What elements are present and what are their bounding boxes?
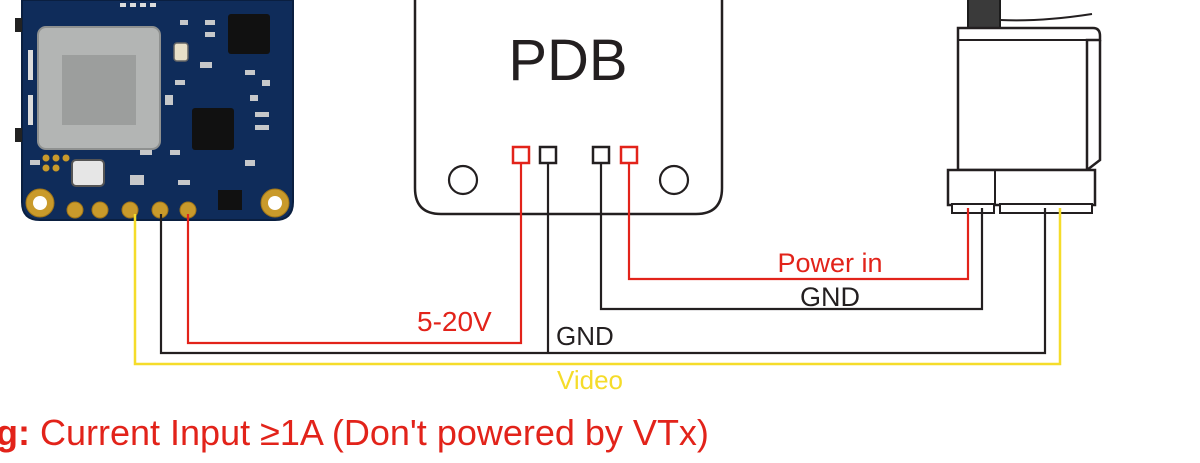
fc-power-label: 5-20V <box>417 306 492 337</box>
warning-line: g: Current Input ≥1A (Don't powered by V… <box>0 408 1200 458</box>
vtx-power-label: Power in <box>777 248 882 278</box>
fc-ground-label: GND <box>556 321 614 351</box>
flight-controller-board <box>15 0 294 221</box>
warning-text: Current Input ≥1A (Don't powered by VTx) <box>29 412 709 453</box>
video-wire <box>133 208 1062 366</box>
vtx-ground-wire <box>599 163 984 311</box>
fc-power-wire <box>186 163 523 345</box>
warning-keyword: g: <box>0 412 30 453</box>
vtx-ground-label: GND <box>800 282 860 312</box>
pdb-board: PDB <box>413 0 724 216</box>
vtx-power-wire <box>627 163 970 281</box>
video-label: Video <box>557 365 623 395</box>
pdb-pad-power-1 <box>511 145 531 165</box>
wires <box>133 163 1062 366</box>
fc-ground-wire <box>159 208 1047 355</box>
pdb-pad-power-2 <box>619 145 639 165</box>
vtx-module <box>946 0 1102 214</box>
pdb-mount-hole-left <box>447 164 479 196</box>
pdb-pad-ground-2 <box>591 145 611 165</box>
pdb-pad-ground-1 <box>538 145 558 165</box>
pdb-title: PDB <box>508 28 627 93</box>
pdb-mount-hole-right <box>658 164 690 196</box>
